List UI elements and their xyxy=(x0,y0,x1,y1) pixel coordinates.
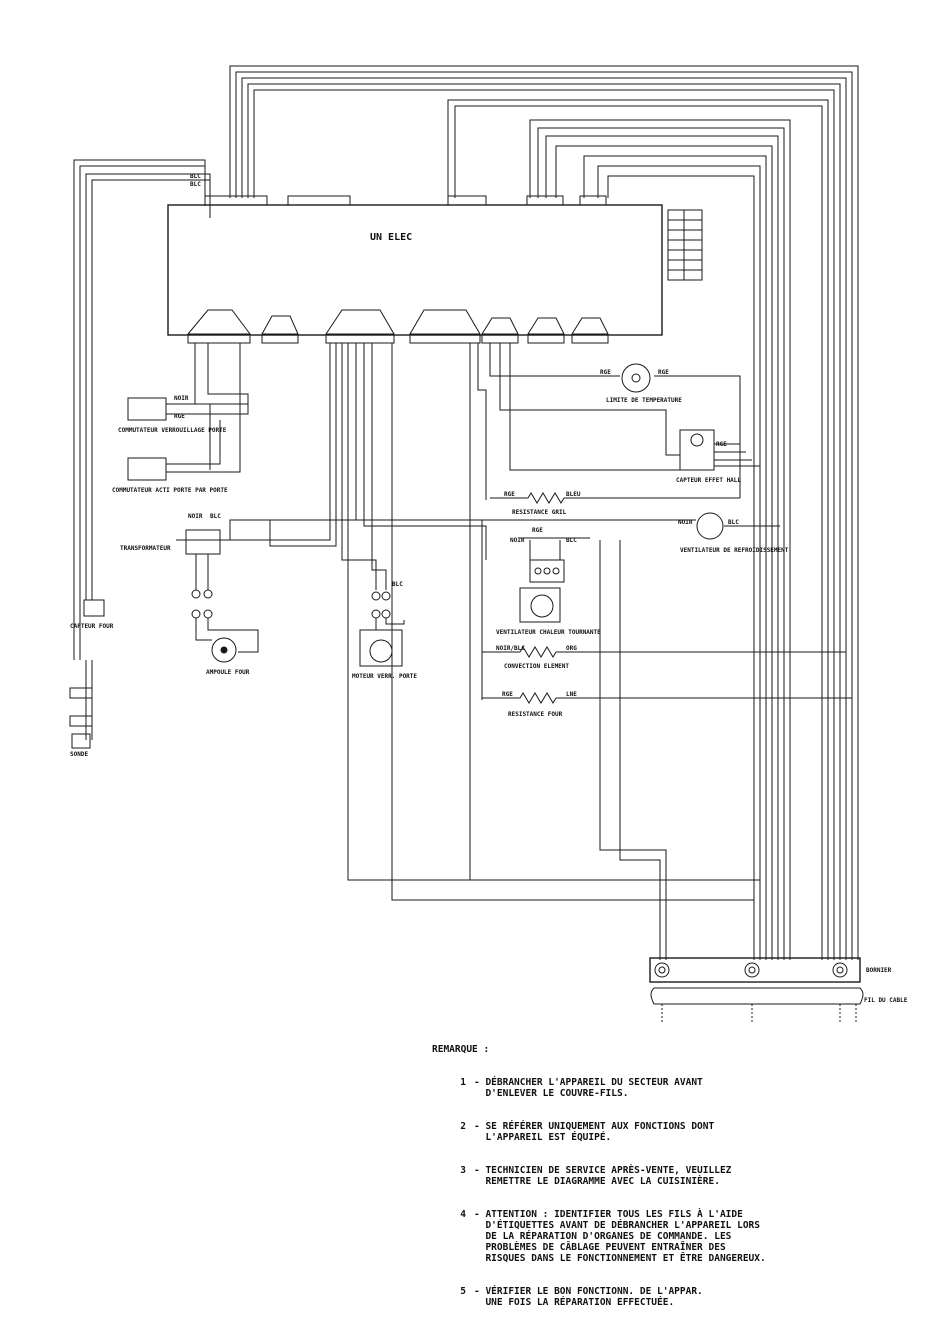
wire-label: RGE xyxy=(502,691,513,698)
note-line: UNE FOIS LA RÉPARATION EFFECTUÉE. xyxy=(474,1297,675,1308)
note-line: REMETTRE LE DIAGRAMME AVEC LA CUISINIÈRE… xyxy=(474,1176,720,1187)
grill-element-label: RESISTANCE GRIL xyxy=(512,509,567,516)
effect-hall-sensor xyxy=(679,429,715,471)
wire-label: RGE xyxy=(658,369,669,376)
notes-heading: REMARQUE : xyxy=(432,1044,490,1055)
wire-label: NOIR xyxy=(174,395,189,402)
supply-cable-label: FIL DU CABLE xyxy=(864,997,908,1004)
wire-label: RGE xyxy=(504,491,515,498)
wire-label: BLC xyxy=(728,519,739,526)
board-title: UN ELEC xyxy=(370,232,412,243)
convection-fan-label: VENTILATEUR CHALEUR TOURNANTE xyxy=(496,629,601,636)
note-line: - VÉRIFIER LE BON FONCTIONN. DE L'APPAR. xyxy=(474,1286,703,1297)
note-item: 1 - DÉBRANCHER L'APPAREIL DU SECTEUR AVA… xyxy=(432,1077,902,1099)
thermal-limit-label: LIMITE DE TEMPERATURE xyxy=(606,397,682,404)
note-line: - TECHNICIEN DE SERVICE APRÈS-VENTE, VEU… xyxy=(474,1165,732,1176)
wire-label: LNE xyxy=(566,691,577,698)
wire-label: BLEU xyxy=(566,491,581,498)
note-item: 4 - ATTENTION : IDENTIFIER TOUS LES FILS… xyxy=(432,1209,902,1264)
effect-hall-sensor-label: CAPTEUR EFFET HALL xyxy=(676,477,741,484)
wire-label: NOIR xyxy=(188,513,203,520)
notes-block: REMARQUE : 1 - DÉBRANCHER L'APPAREIL DU … xyxy=(432,1022,902,1319)
note-line: - SE RÉFÉRER UNIQUEMENT AUX FONCTIONS DO… xyxy=(474,1121,715,1132)
wire-label: RGE xyxy=(716,441,727,448)
door-light-switch-label: COMMUTATEUR ACTI PORTE PAR PORTE xyxy=(112,487,228,494)
transformer-label: TRANSFORMATEUR xyxy=(120,545,171,552)
probe xyxy=(71,733,91,749)
wire-label: BLC xyxy=(566,537,577,544)
wire-label: RGE xyxy=(600,369,611,376)
door-lock-switch-label: COMMUTATEUR VERROUILLAGE PORTE xyxy=(118,427,227,434)
note-number: 4 xyxy=(460,1209,466,1220)
probe-label: SONDE xyxy=(70,751,88,758)
control-board xyxy=(167,204,663,336)
note-item: 5 - VÉRIFIER LE BON FONCTIONN. DE L'APPA… xyxy=(432,1286,902,1308)
oven-lamp xyxy=(211,637,237,663)
note-number: 2 xyxy=(460,1121,466,1132)
door-light-switch xyxy=(127,457,167,481)
wire-label: ORG xyxy=(566,645,577,652)
cooling-fan-label: VENTILATEUR DE REFROIDISSEMENT xyxy=(680,547,789,554)
wire-label: NOIR/BLC xyxy=(496,645,525,652)
cooling-fan xyxy=(696,512,724,540)
probe-connector xyxy=(69,687,93,699)
wire-label: BLC xyxy=(190,173,201,180)
wire-label: BLC xyxy=(210,513,221,520)
convection-element-label: CONVECTION ELEMENT xyxy=(504,663,569,670)
supply-cable xyxy=(650,987,864,1005)
oven-sensor-label: CAPTEUR FOUR xyxy=(70,623,114,630)
note-line: RISQUES DANS LE FONCTIONNEMENT ET ÊTRE D… xyxy=(474,1253,766,1264)
convection-fan xyxy=(519,587,561,623)
thermal-limit xyxy=(621,363,651,393)
terminal-block xyxy=(649,957,861,983)
door-lock-motor xyxy=(359,629,403,667)
door-lock-motor-label: MOTEUR VERR. PORTE xyxy=(352,673,417,680)
oven-element-label: RESISTANCE FOUR xyxy=(508,711,563,718)
note-line: L'APPAREIL EST ÉQUIPÉ. xyxy=(474,1132,612,1143)
note-line: DE LA RÉPARATION D'ORGANES DE COMMANDE. … xyxy=(474,1231,732,1242)
wire-label: RGE xyxy=(174,413,185,420)
grill-element-resistor xyxy=(527,492,565,504)
wire-label: RGE xyxy=(532,527,543,534)
note-number: 5 xyxy=(460,1286,466,1297)
note-line: - ATTENTION : IDENTIFIER TOUS LES FILS À… xyxy=(474,1209,743,1220)
oven-sensor xyxy=(83,599,105,617)
oven-lamp-label: AMPOULE FOUR xyxy=(206,669,250,676)
terminal-block-label: BORNIER xyxy=(866,967,892,974)
wire-label: BLC xyxy=(392,581,403,588)
note-number: 3 xyxy=(460,1165,466,1176)
wire-label: NOIR xyxy=(510,537,525,544)
note-line: - DÉBRANCHER L'APPAREIL DU SECTEUR AVANT xyxy=(474,1077,703,1088)
note-item: 2 - SE RÉFÉRER UNIQUEMENT AUX FONCTIONS … xyxy=(432,1121,902,1143)
note-item: 3 - TECHNICIEN DE SERVICE APRÈS-VENTE, V… xyxy=(432,1165,902,1187)
note-line: D'ENLEVER LE COUVRE-FILS. xyxy=(474,1088,629,1099)
wiring-diagram: UN ELEC COMMUTATEUR VERROUILLAGE PORTE C… xyxy=(69,65,908,1022)
wire-label: BLC xyxy=(190,181,201,188)
transformer xyxy=(185,529,221,555)
note-line: D'ÉTIQUETTES AVANT DE DÉBRANCHER L'APPAR… xyxy=(474,1220,760,1231)
note-number: 1 xyxy=(460,1077,466,1088)
door-lock-switch xyxy=(127,397,167,421)
note-line: PROBLÈMES DE CÂBLAGE PEUVENT ENTRAÎNER D… xyxy=(474,1242,726,1253)
wire-label: NOIR xyxy=(678,519,693,526)
convection-element-resistor xyxy=(519,646,557,658)
oven-element-resistor xyxy=(519,692,557,704)
